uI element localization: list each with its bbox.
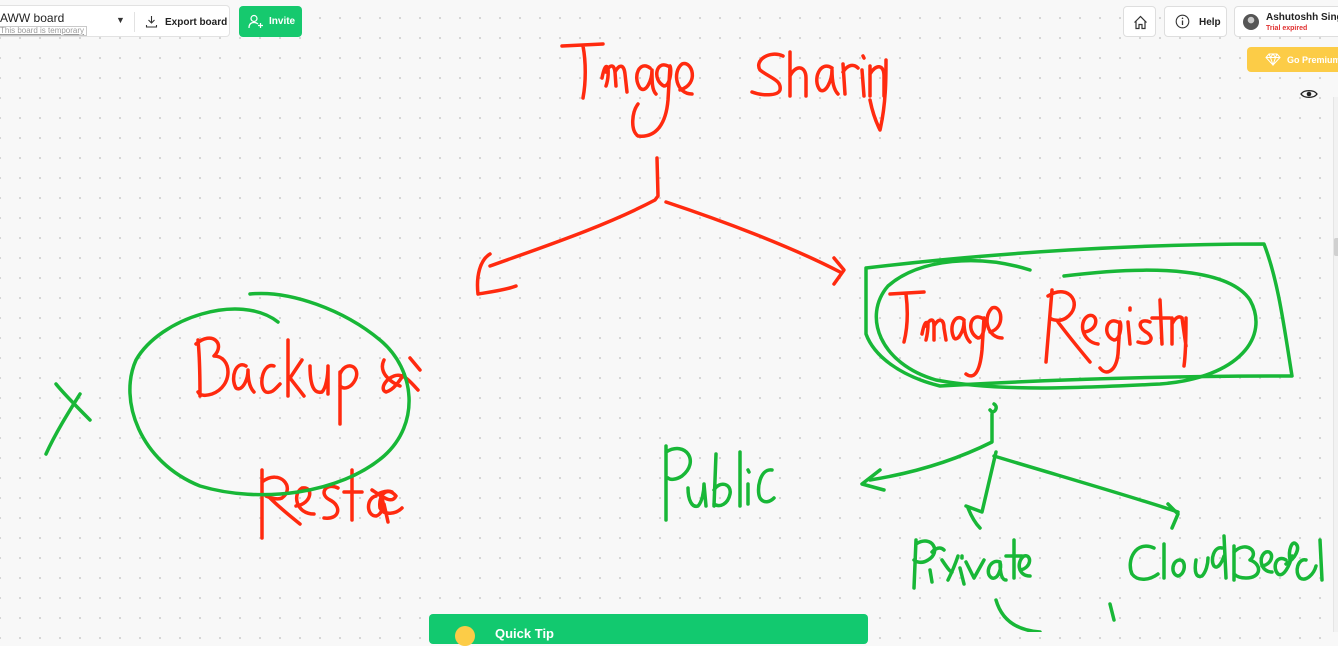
toast-title: Quick Tip xyxy=(495,626,554,641)
home-icon xyxy=(1134,15,1147,30)
go-premium-button[interactable]: Go Premium xyxy=(1247,47,1338,72)
help-button[interactable]: Help xyxy=(1164,6,1227,37)
info-icon xyxy=(1175,14,1190,29)
invite-button[interactable]: Invite xyxy=(239,6,302,37)
quick-tip-toast[interactable]: Quick Tip xyxy=(429,614,868,646)
user-menu[interactable]: Ashutoshh Singh Trial expired xyxy=(1234,6,1338,37)
toolbar-divider xyxy=(134,12,135,32)
public-handwriting xyxy=(664,444,776,522)
download-icon xyxy=(145,16,158,28)
right-scrollbar[interactable] xyxy=(1333,97,1338,632)
image-registry-handwriting xyxy=(888,288,1188,378)
add-user-icon xyxy=(248,14,263,29)
board-temporary-note: This board is temporary xyxy=(0,26,88,36)
go-premium-label: Go Premium xyxy=(1287,55,1338,65)
title-handwriting xyxy=(560,42,888,138)
invite-label: Invite xyxy=(269,16,296,27)
chevron-down-icon[interactable]: ▼ xyxy=(116,15,125,25)
private-handwriting xyxy=(912,538,1032,590)
diamond-icon xyxy=(1265,53,1281,66)
scrollbar-handle[interactable] xyxy=(1334,238,1338,256)
board-name[interactable]: AWW board xyxy=(0,11,65,25)
avatar xyxy=(1243,14,1259,30)
help-label: Help xyxy=(1199,17,1221,28)
image-registry-box xyxy=(864,242,1294,390)
red-arrows xyxy=(475,156,846,296)
cloud-based-handwriting xyxy=(1128,534,1324,582)
whiteboard-canvas[interactable] xyxy=(0,0,1338,632)
registry-branches xyxy=(860,402,1180,632)
export-board-label: Export board xyxy=(165,17,228,28)
backup-restore-handwriting xyxy=(194,336,422,540)
green-ellipse-backup xyxy=(44,291,411,497)
board-selector[interactable]: AWW board This board is temporary ▼ Expo… xyxy=(0,5,230,37)
trial-status: Trial expired xyxy=(1266,25,1308,32)
eye-icon[interactable] xyxy=(1300,88,1318,100)
user-name: Ashutoshh Singh xyxy=(1266,12,1338,23)
lightbulb-icon xyxy=(455,626,475,646)
home-button[interactable] xyxy=(1123,6,1156,37)
